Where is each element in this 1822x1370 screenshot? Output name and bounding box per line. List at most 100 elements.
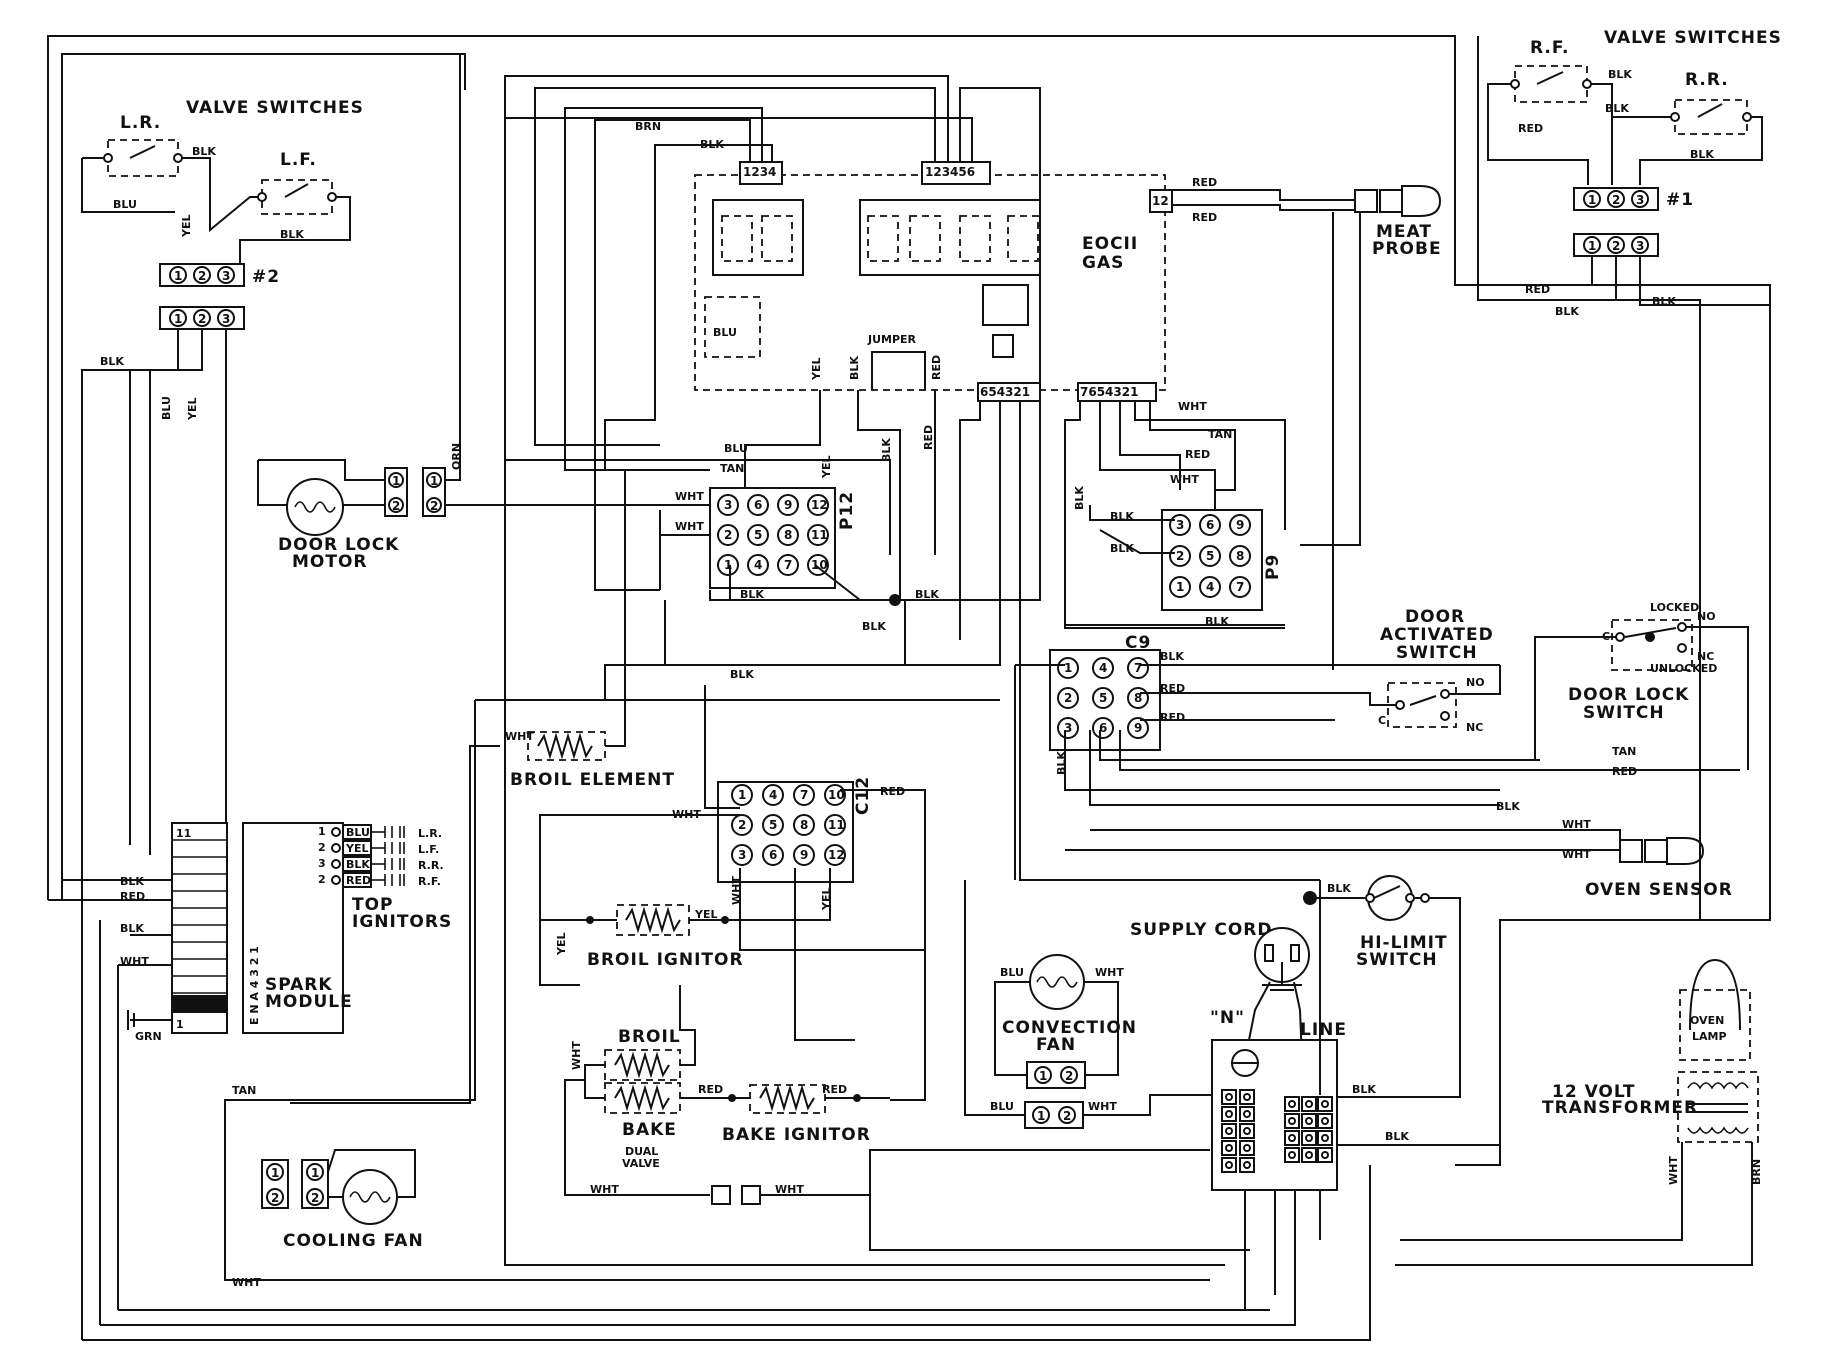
svg-text:RED: RED (1525, 283, 1550, 296)
connector-pin (1092, 717, 1114, 739)
pin-number: 11 (828, 818, 845, 832)
pin-number: 2 (724, 528, 732, 542)
rf-label: R.F. (1530, 38, 1569, 58)
pin-number: 2 (1064, 691, 1072, 705)
svg-text:BLU: BLU (713, 326, 737, 339)
svg-text:BLK: BLK (1496, 800, 1520, 813)
power-terminal-pins (1221, 1089, 1333, 1173)
oven-lamp-transformer: OVEN LAMP 12 VOLT TRANSFORMER WHT BRN (1395, 958, 1763, 1266)
svg-text:BLK: BLK (346, 858, 370, 871)
pin-number: 4 (1099, 661, 1107, 675)
oven-sensor: WHT WHT OVEN SENSOR (1065, 818, 1732, 900)
pin-number: 9 (1134, 721, 1142, 735)
pin-number: 10 (828, 788, 845, 802)
meat-probe-label: MEAT (1376, 222, 1432, 242)
relay-group-middle (859, 199, 1041, 276)
connector-pin (824, 844, 846, 866)
bake-ignitor-label: BAKE IGNITOR (722, 1125, 871, 1145)
svg-text:BRN: BRN (635, 120, 661, 133)
oven-lamp-icon (1689, 958, 1741, 1031)
connector-pin (762, 784, 784, 806)
pin-number: 4 (769, 788, 777, 802)
top-ignitor-connectors: 1 2 3 2 BLU YEL BLK RED L.R. L.F. R.R. R… (318, 824, 444, 888)
c12-label: C12 (853, 776, 873, 815)
p9-label: P9 (1263, 554, 1283, 580)
door-activated-switch: DOOR ACTIVATED SWITCH NO NC C (1355, 607, 1501, 734)
bake-label: BAKE (622, 1120, 677, 1140)
pin-number: 5 (1099, 691, 1107, 705)
rr-switch (1674, 99, 1748, 135)
oven-lamp-label: OVEN (1690, 1014, 1724, 1027)
svg-text:1: 1 (1037, 1109, 1045, 1123)
pin-number: 5 (769, 818, 777, 832)
svg-text:WHT: WHT (675, 490, 704, 503)
svg-text:BLK: BLK (1352, 1083, 1376, 1096)
connector-pin (1199, 545, 1221, 567)
pin-number: 9 (784, 498, 792, 512)
svg-text:BLK: BLK (1385, 1130, 1409, 1143)
connector-pin (762, 844, 784, 866)
svg-text:BLK: BLK (1555, 305, 1579, 318)
spark-module-body (242, 822, 344, 1034)
connector-pin (1092, 687, 1114, 709)
spark-module-label: SPARK (265, 975, 333, 995)
relay-group-left (712, 199, 804, 276)
lf-label: L.F. (280, 150, 317, 170)
c9-label: C9 (1125, 633, 1151, 653)
svg-text:NO: NO (1466, 676, 1485, 689)
broil-element: WHT BROIL ELEMENT (290, 470, 674, 1104)
svg-text:BLK: BLK (120, 875, 144, 888)
connector-pin (717, 494, 739, 516)
pin-number: 9 (800, 848, 808, 862)
connector-pin (1229, 545, 1251, 567)
svg-text:BLK: BLK (192, 145, 216, 158)
svg-text:L.R.: L.R. (418, 827, 442, 840)
door-lock-motor-label-2: MOTOR (292, 552, 368, 572)
door-lock-switch-label: DOOR LOCK (1568, 685, 1689, 705)
eoc-control-board: EOCII GAS 1234 123456 BLU 654321 7654321… (694, 161, 1173, 402)
svg-text:NO: NO (1697, 610, 1716, 623)
svg-text:1: 1 (1588, 193, 1596, 207)
hi-limit-switch: HI-LIMIT SWITCH (1356, 875, 1447, 970)
svg-text:BLK: BLK (100, 355, 124, 368)
pin-number: 6 (1206, 518, 1214, 532)
supply-cord-label: SUPPLY CORD (1130, 920, 1273, 940)
pin-number: 3 (738, 848, 746, 862)
svg-text:WHT: WHT (1562, 818, 1591, 831)
terminal-block-2-label: #2 (252, 267, 280, 287)
connector-pin (777, 554, 799, 576)
svg-text:BLK: BLK (880, 438, 893, 462)
pin-number: 3 (1176, 518, 1184, 532)
svg-text:3: 3 (222, 312, 230, 326)
svg-text:2: 2 (318, 873, 326, 886)
top-ignitors-label: TOP (352, 895, 394, 915)
door-activated-label-2: ACTIVATED (1380, 625, 1494, 645)
cooling-fan: TAN WHT 12 12 COOLING FAN (224, 700, 1210, 1289)
pin-number: 4 (754, 558, 762, 572)
pin-number: 8 (784, 528, 792, 542)
svg-text:BLK: BLK (740, 588, 764, 601)
header-7654321 (1077, 382, 1157, 402)
svg-text:WHT: WHT (1667, 1156, 1680, 1185)
connector-pin (717, 554, 739, 576)
connector-pin (1127, 717, 1149, 739)
pin-number: 2 (1176, 549, 1184, 563)
dual-valve-label-2: VALVE (622, 1157, 660, 1170)
neutral-label: "N" (1210, 1008, 1245, 1028)
connector-pin (731, 814, 753, 836)
svg-text:YEL: YEL (810, 358, 823, 382)
door-lock-switch: LOCKED UNLOCKED NO NC C DOOR LOCK SWITCH (1534, 601, 1749, 770)
bake-ignitor-icon (759, 1084, 815, 1112)
svg-text:RED: RED (1192, 211, 1217, 224)
svg-text:BLU: BLU (113, 198, 137, 211)
svg-text:2: 2 (271, 1191, 279, 1205)
svg-text:1: 1 (271, 1166, 279, 1180)
svg-text:BLK: BLK (1110, 510, 1134, 523)
connector-pin (1169, 545, 1191, 567)
svg-text:TAN: TAN (720, 462, 744, 475)
